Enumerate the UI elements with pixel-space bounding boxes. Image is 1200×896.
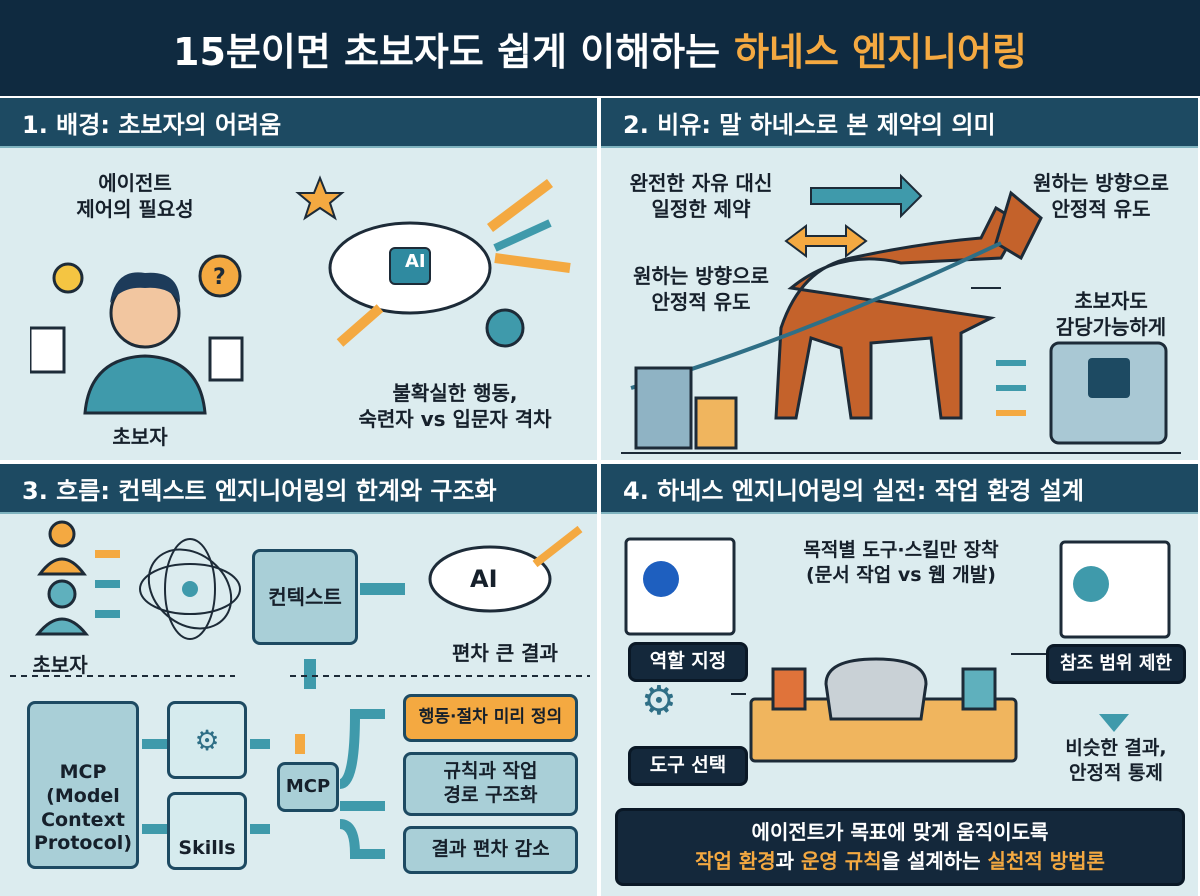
summary-line-2: 작업 환경과 운영 규칙을 설계하는 실천적 방법론 bbox=[695, 847, 1105, 876]
mcp-protocol-box: MCP (Model Context Protocol) bbox=[27, 701, 139, 869]
context-flow-diagram bbox=[10, 520, 590, 859]
panel-background: 1. 배경: 초보자의 어려움 에이전트 제어의 필요성 ? 초보자 불확실한 … bbox=[0, 98, 597, 460]
tool-selection-label: 도구 선택 bbox=[628, 746, 748, 786]
uncertain-behavior-text: 불확실한 행동, 숙련자 vs 입문자 격차 bbox=[358, 381, 552, 431]
horse-harness-illustration bbox=[621, 173, 1181, 454]
constraint-text: 완전한 자유 대신 일정한 제약 bbox=[629, 171, 773, 221]
panel-heading: 3. 흐름: 컨텍스트 엔지니어링의 한계와 구조화 bbox=[0, 464, 597, 514]
outcome-define-procedures: 행동·절차 미리 정의 bbox=[403, 694, 578, 742]
panel-background: 3. 흐름: 컨텍스트 엔지니어링의 한계와 구조화 초보자 컨텍스트 AI 편… bbox=[0, 464, 597, 896]
panel-heading: 2. 비유: 말 하네스로 본 제약의 의미 bbox=[601, 98, 1198, 148]
role-assignment-label: 역할 지정 bbox=[628, 642, 748, 682]
guide-direction-right: 원하는 방향으로 안정적 유도 bbox=[1033, 171, 1169, 221]
guide-direction-left: 원하는 방향으로 안정적 유도 bbox=[633, 264, 769, 314]
highlight-work-env: 작업 환경 bbox=[695, 849, 776, 873]
manageable-text: 초보자도 감당가능하게 bbox=[1055, 289, 1167, 339]
mcp-box: MCP bbox=[277, 762, 339, 812]
beginner-label: 초보자 bbox=[32, 653, 88, 677]
kitchen-workspace-illustration: ⚙ bbox=[624, 537, 1171, 763]
summary-text: 과 bbox=[775, 849, 802, 873]
highlight-methodology: 실천적 방법론 bbox=[987, 849, 1105, 873]
summary-text: 을 설계하는 bbox=[881, 849, 988, 873]
context-box: 컨텍스트 bbox=[252, 549, 358, 645]
title-highlight: 하네스 엔지니어링 bbox=[734, 29, 1027, 74]
page-title: 15분이면 초보자도 쉽게 이해하는 하네스 엔지니어링 bbox=[0, 0, 1200, 96]
skills-box: Skills bbox=[167, 792, 247, 870]
panel-background: 4. 하네스 엔지니어링의 실전: 작업 환경 설계 목적별 도구·스킬만 장착… bbox=[601, 464, 1198, 896]
tools-skills-text: 목적별 도구·스킬만 장착 (문서 작업 vs 웹 개발) bbox=[803, 539, 999, 586]
gear-icon: ⚙ bbox=[194, 723, 220, 757]
agent-control-need: 에이전트 제어의 필요성 bbox=[76, 171, 194, 221]
deviation-result: 편차 큰 결과 bbox=[452, 641, 558, 665]
beginner-person-icon: ? bbox=[30, 254, 244, 415]
svg-text:⚙: ⚙ bbox=[641, 678, 677, 724]
panel-heading: 1. 배경: 초보자의 어려움 bbox=[0, 98, 597, 148]
stable-result-text: 비슷한 결과, 안정적 통제 bbox=[1065, 737, 1167, 784]
ai-label: AI bbox=[405, 251, 426, 272]
panel-background: 2. 비유: 말 하네스로 본 제약의 의미 완전한 자유 대신 일정한 제약 … bbox=[601, 98, 1198, 460]
gears-box: ⚙ bbox=[167, 701, 247, 779]
summary-banner: 에이전트가 목표에 맞게 움직이도록 작업 환경과 운영 규칙을 설계하는 실천… bbox=[615, 808, 1185, 886]
outcome-structure-rules: 규칙과 작업 경로 구조화 bbox=[403, 752, 578, 816]
highlight-rules: 운영 규칙 bbox=[801, 849, 882, 873]
outcome-reduce-deviation: 결과 편차 감소 bbox=[403, 826, 578, 874]
panel-heading: 4. 하네스 엔지니어링의 실전: 작업 환경 설계 bbox=[601, 464, 1198, 514]
beginner-label: 초보자 bbox=[112, 425, 168, 449]
ai-label: AI bbox=[470, 565, 498, 593]
ai-cloud-illustration bbox=[295, 175, 571, 348]
summary-line-1: 에이전트가 목표에 맞게 움직이도록 bbox=[751, 820, 1049, 844]
svg-text:?: ? bbox=[213, 265, 226, 290]
title-main: 15분이면 초보자도 쉽게 이해하는 bbox=[173, 29, 721, 74]
scope-limit-label: 참조 범위 제한 bbox=[1046, 644, 1186, 684]
